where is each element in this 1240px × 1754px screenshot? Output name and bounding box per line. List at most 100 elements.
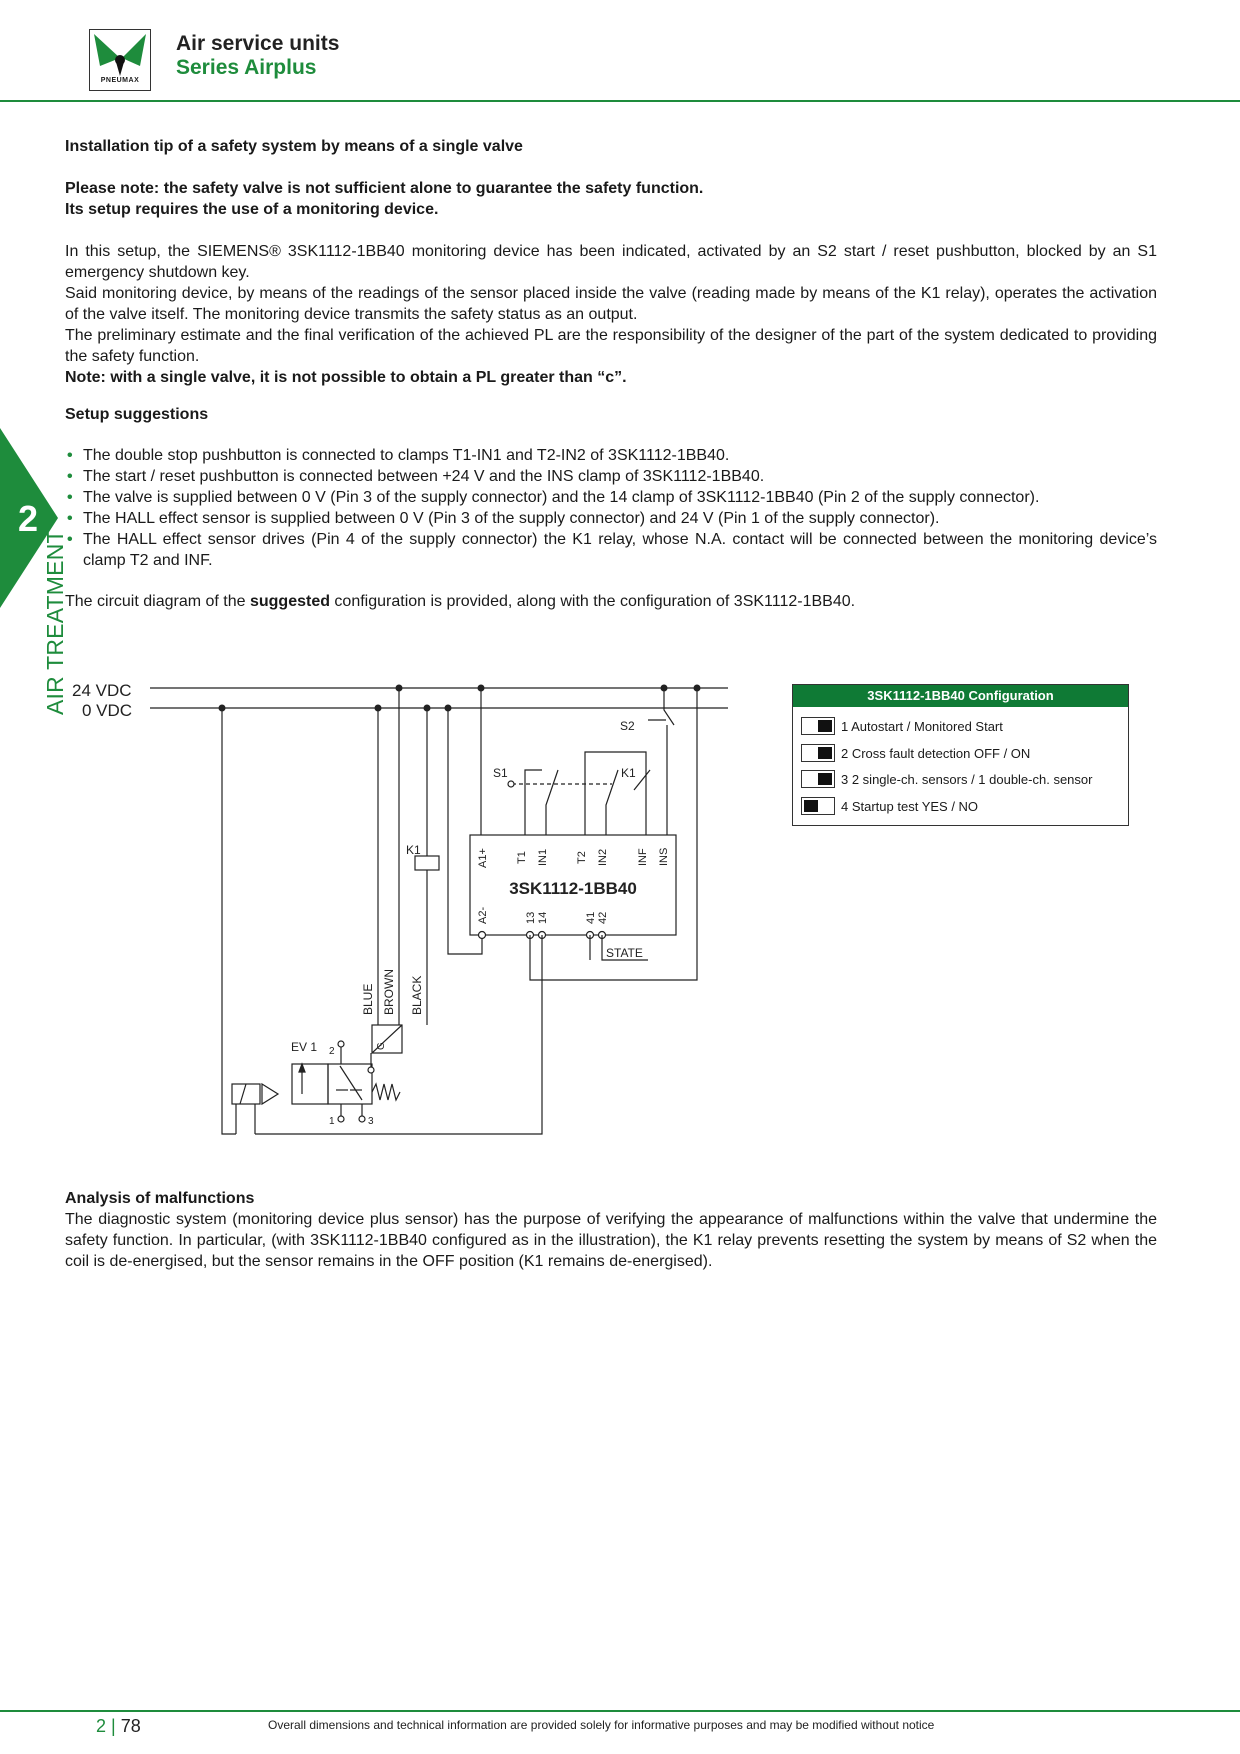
valve-spring [371,1082,401,1102]
port-3-label: 3 [368,1116,374,1127]
analysis-heading: Analysis of malfunctions [65,1190,255,1207]
wire-a2 [447,708,483,955]
rail-24v-label: 24 VDC [72,681,132,700]
chapter-tab [0,428,58,608]
sensor-label: G [376,1042,387,1050]
k1-contact [633,769,651,791]
paragraph-2: Said monitoring device, by means of the … [65,285,1157,323]
valve-arrow-head [298,1062,306,1073]
paragraph-3: The preliminary estimate and the final v… [65,327,1157,365]
circuit-diagram: 24 VDC 0 VDC K1 3SK1112-1BB40 A1+ T1 IN1… [72,681,728,1135]
logo-text: PNEUMAX [100,77,140,84]
state-label: STATE [606,946,643,960]
s1-contact-a [545,769,559,835]
device-label: 3SK1112-1BB40 [509,879,637,898]
hall-sensor [371,1024,403,1054]
wire-14 [255,935,543,1135]
wire-t1 [524,769,542,835]
footer-divider [0,1710,1240,1712]
wire-label-blue: BLUE [361,984,375,1015]
page-number: 2 | 78 [96,1716,141,1736]
wire-valve-0v [221,708,236,1135]
terminal-in1: IN1 [537,849,549,866]
k1-coil-label: K1 [406,843,421,857]
valve-actuator [261,1082,280,1106]
dip-switch-4[interactable] [801,797,835,815]
s1-contact-b [605,769,619,835]
config-panel: 3SK1112-1BB40 Configuration 1 Autostart … [792,684,1129,826]
wire-t2 [584,751,606,835]
paragraph-1: In this setup, the SIEMENS® 3SK1112-1BB4… [65,243,1157,281]
analysis-text: The diagnostic system (monitoring device… [65,1211,1157,1270]
list-item: The double stop pushbutton is connected … [65,445,1157,466]
port-2-label: 2 [329,1046,335,1057]
circuit-intro: The circuit diagram of the suggested con… [65,591,1157,612]
monitoring-device [469,834,677,936]
rail-0v-label: 0 VDC [82,701,132,720]
config-switch-1: 1 Autostart / Monitored Start [801,715,1003,737]
wire-k1-contact [606,751,647,770]
footer-page: 78 [120,1716,141,1736]
list-item: The HALL effect sensor drives (Pin 4 of … [65,529,1157,571]
pneumax-logo-mark [94,34,146,76]
dip-switch-2[interactable] [801,744,835,762]
terminal-14: 14 [537,912,549,924]
circuit-intro-post: configuration is provided, along with th… [329,593,856,610]
k1-coil [414,855,440,871]
valve-solenoid [231,1083,261,1105]
config-title: 3SK1112-1BB40 Configuration [793,685,1128,707]
config-switch-label: 2 Cross fault detection OFF / ON [841,745,1031,761]
terminal-inf: INF [637,848,649,866]
list-item: The start / reset pushbutton is connecte… [65,466,1157,487]
circuit-intro-bold: suggested [249,593,330,610]
list-item: The HALL effect sensor is supplied betwe… [65,508,1157,529]
dip-knob [818,747,832,759]
dip-switch-3[interactable] [801,770,835,788]
terminal-t1: T1 [516,851,528,864]
s1-label: S1 [493,766,508,780]
analysis-section: Analysis of malfunctions The diagnostic … [65,1188,1157,1272]
s2-label: S2 [620,719,635,733]
setup-list: The double stop pushbutton is connected … [65,445,1157,571]
setup-heading: Setup suggestions [65,406,209,423]
terminal-a2: A2- [477,907,489,924]
section-heading: Installation tip of a safety system by m… [65,138,523,155]
chapter-number: 2 [18,498,39,539]
footer-chapter: 2 [96,1716,107,1736]
dip-switch-1[interactable] [801,717,835,735]
note-line-2: Its setup requires the use of a monitori… [65,201,439,218]
circuit-intro-pre: The circuit diagram of the [65,593,250,610]
bottom-terminals: A2- 13 14 41 42 [477,907,609,924]
header-subtitle: Series Airplus [176,56,317,79]
footer-disclaimer: Overall dimensions and technical informa… [268,1718,935,1732]
wire-label-brown: BROWN [382,969,396,1015]
dip-knob [804,800,818,812]
config-switch-2: 2 Cross fault detection OFF / ON [801,742,1030,764]
terminal-in2: IN2 [597,849,609,866]
terminal-13: 13 [525,912,537,924]
config-switch-3: 3 2 single-ch. sensors / 1 double-ch. se… [801,768,1092,790]
paragraph-4: Note: with a single valve, it is not pos… [65,369,627,386]
valve-label: EV 1 [291,1040,317,1054]
terminal-ins: INS [658,848,670,866]
wire-13 [529,688,698,981]
config-switch-4: 4 Startup test YES / NO [801,795,978,817]
header-divider [0,100,1240,102]
wire-labels: BLUE BROWN BLACK [361,969,424,1015]
top-terminals: A1+ T1 IN1 T2 IN2 INF INS [477,848,670,868]
k1-label: K1 [621,766,636,780]
s1-key [507,780,515,788]
sensor-node [367,1066,375,1074]
dip-knob [818,720,832,732]
valve-position-b [327,1063,373,1105]
s2-contact [663,688,675,726]
solenoid-slash [239,1083,247,1105]
pneumax-logo: PNEUMAX [89,29,151,91]
terminal-41: 41 [585,912,597,924]
wire-state-42 [601,935,648,961]
header-title: Air service units [176,32,340,55]
note-line-1: Please note: the safety valve is not suf… [65,180,704,197]
port-1-label: 1 [329,1116,335,1127]
terminal-t2: T2 [576,851,588,864]
valve-position-a [291,1063,329,1105]
